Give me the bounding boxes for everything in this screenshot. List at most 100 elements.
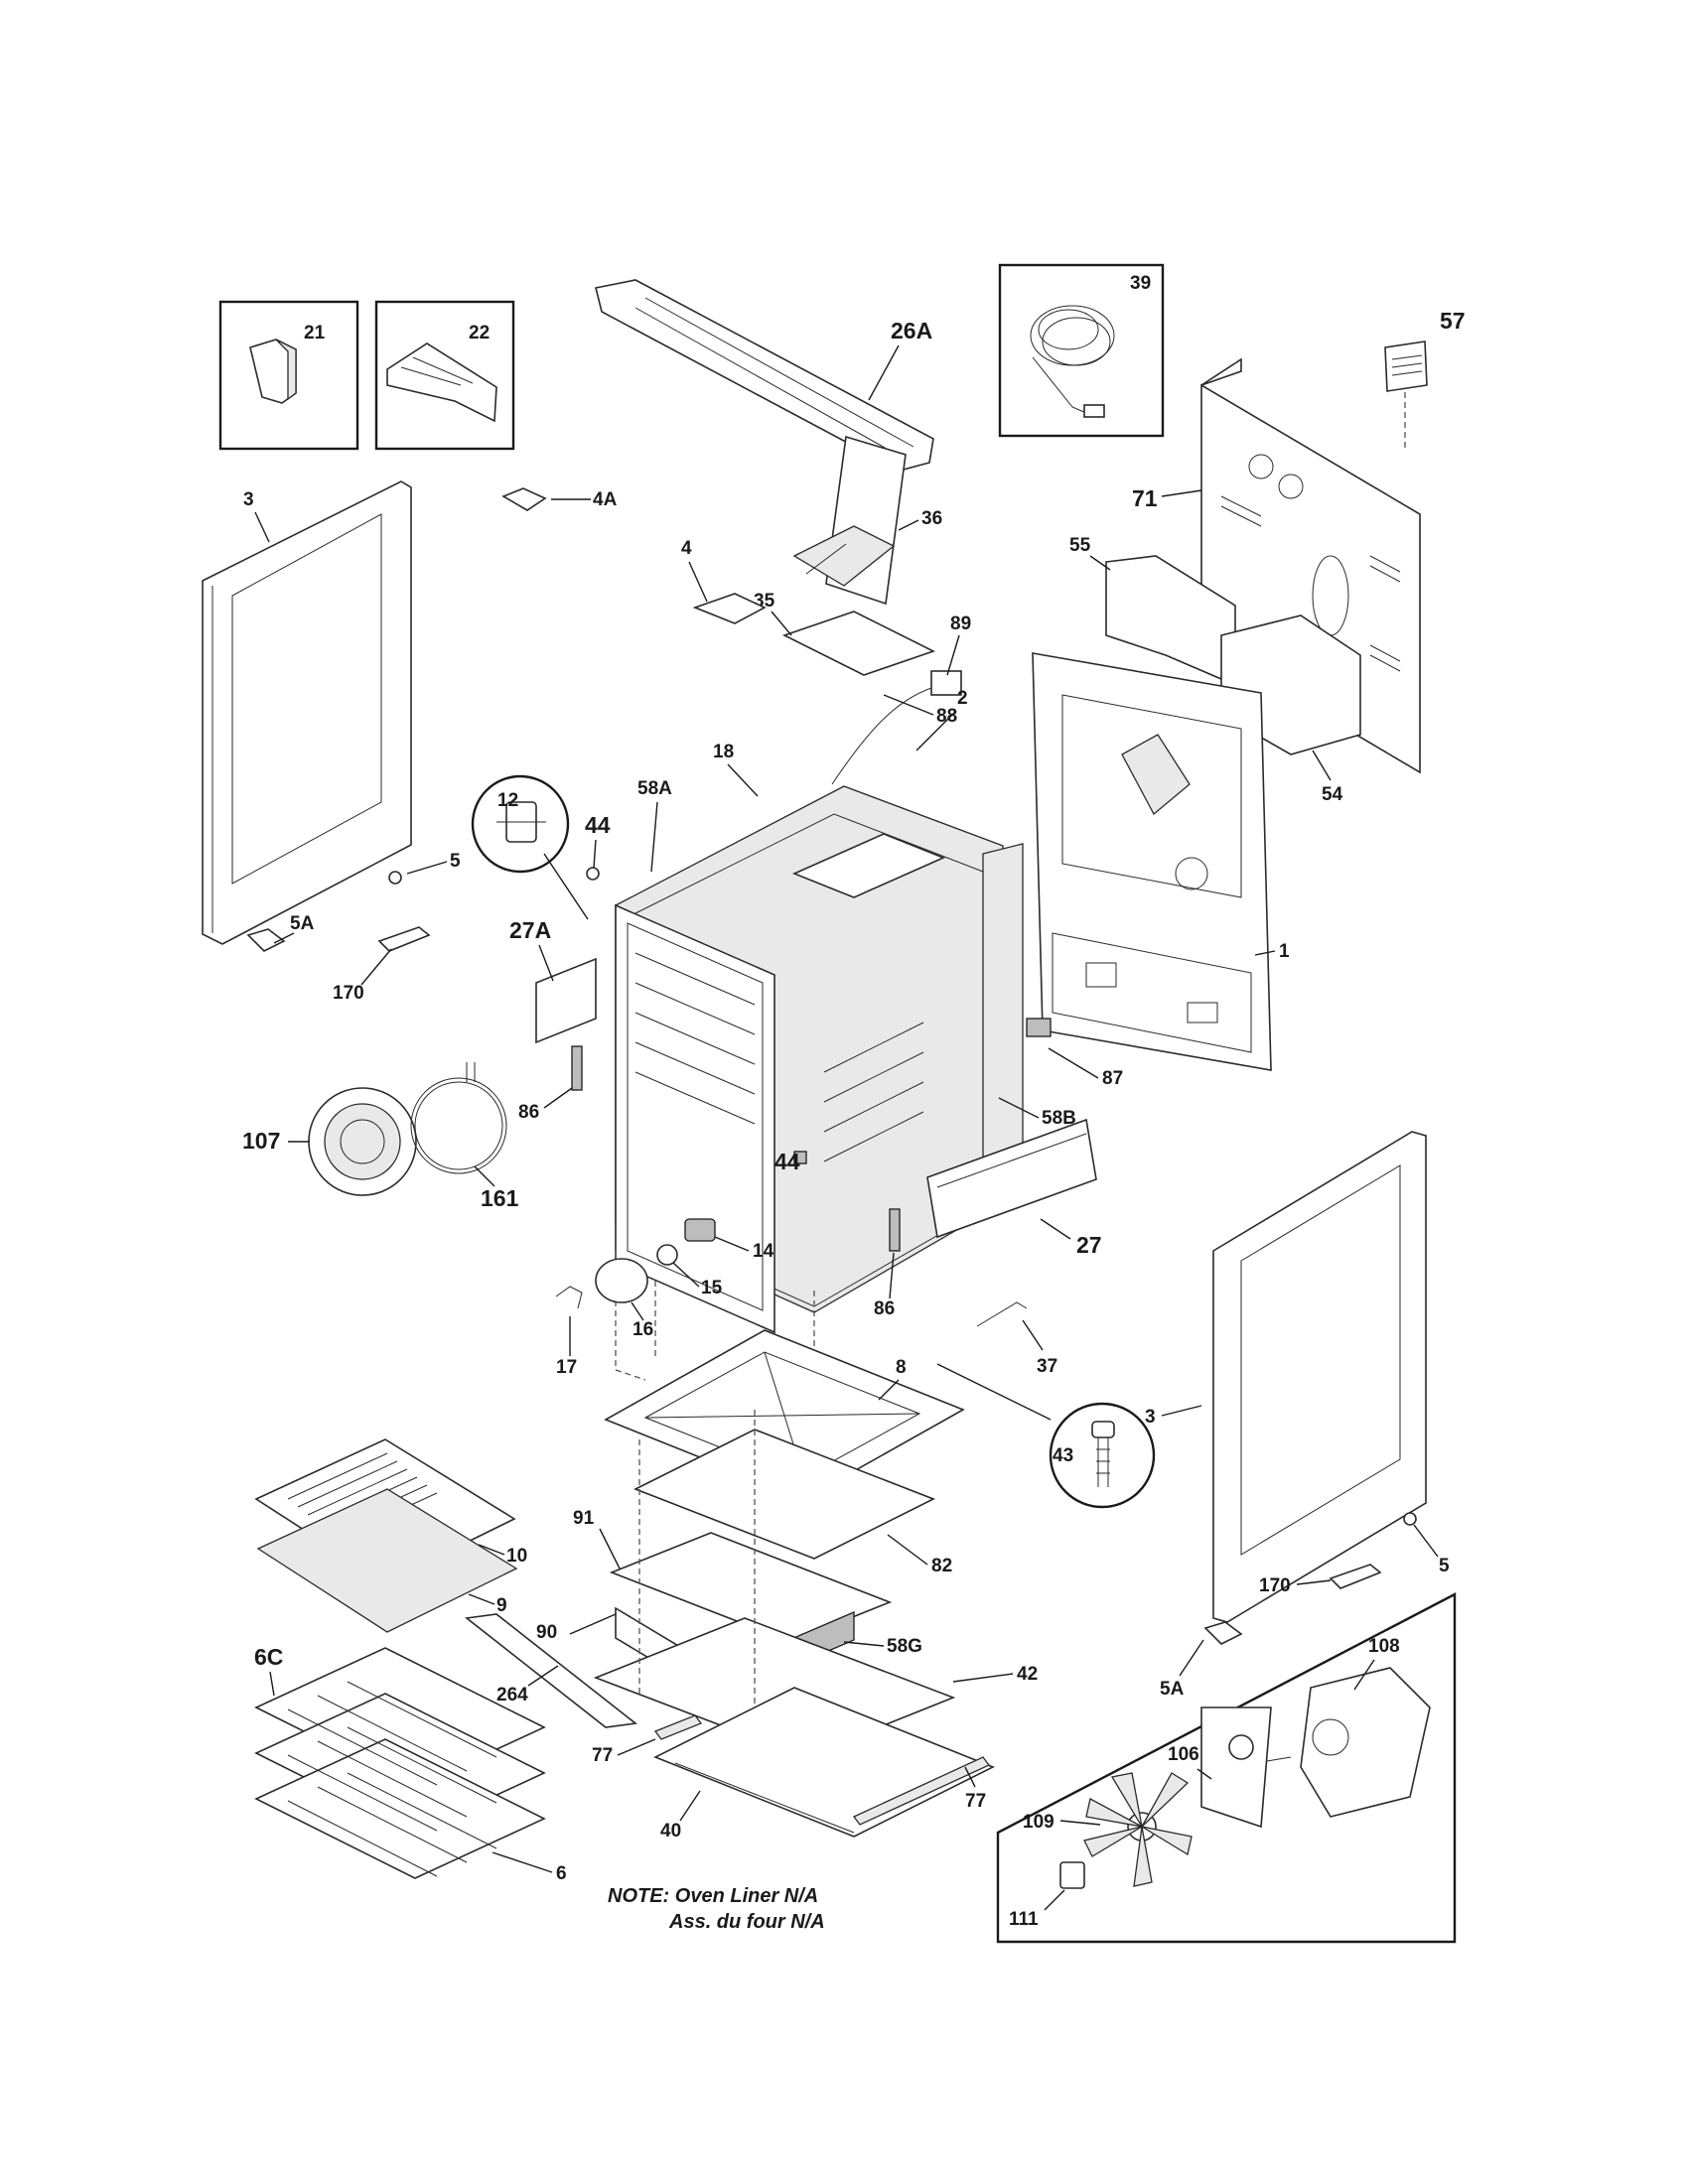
label-86-right: 86 (874, 1298, 895, 1319)
label-82: 82 (931, 1556, 952, 1576)
label-170-right: 170 (1259, 1575, 1291, 1596)
part-170-right: 170 (1259, 1564, 1382, 1596)
part-77-right-slide: 77 (852, 1756, 991, 1826)
label-15: 15 (701, 1278, 723, 1298)
label-5-right: 5 (1439, 1556, 1450, 1576)
part-3-left-door: 3 (202, 480, 412, 945)
part-27A-rail: 27A (509, 917, 597, 1044)
label-27: 27 (1076, 1232, 1102, 1258)
label-3-left: 3 (243, 489, 254, 510)
part-57-vent: 57 (1384, 308, 1466, 452)
label-109: 109 (1023, 1812, 1055, 1833)
part-264-rail: 264 (465, 1613, 637, 1728)
part-16-lens: 16 (595, 1258, 653, 1340)
label-161: 161 (481, 1185, 519, 1211)
label-264: 264 (496, 1685, 528, 1706)
part-5-left: 5 (388, 851, 461, 885)
label-58A: 58A (637, 778, 672, 799)
part-107-fan-cover: 107 (242, 1087, 417, 1196)
label-43: 43 (1053, 1445, 1073, 1466)
label-9: 9 (496, 1595, 507, 1616)
label-6: 6 (556, 1863, 567, 1884)
part-14-socket: 14 (684, 1218, 774, 1262)
label-77-left: 77 (592, 1745, 613, 1766)
part-1-back-panel: 1 (1032, 652, 1290, 1071)
label-88: 88 (936, 706, 957, 727)
note-line-2: Ass. du four N/A (668, 1911, 825, 1933)
label-21: 21 (304, 323, 326, 343)
part-36-vent-chute: 36 (792, 435, 942, 606)
part-161-element: 161 (410, 1062, 519, 1211)
fan-blade-109 (1083, 1772, 1193, 1887)
label-170-left: 170 (333, 983, 364, 1004)
label-44-top: 44 (585, 812, 611, 838)
inset-box-22: 22 (374, 300, 515, 451)
label-39: 39 (1130, 273, 1151, 294)
note-line-1: NOTE: Oven Liner N/A (608, 1885, 818, 1907)
label-37: 37 (1037, 1356, 1057, 1377)
label-10: 10 (506, 1546, 527, 1567)
part-4A-clip: 4A (501, 487, 618, 511)
label-6C: 6C (254, 1644, 283, 1670)
label-90: 90 (536, 1622, 557, 1643)
part-170-left: 170 (333, 926, 431, 1004)
label-18: 18 (713, 742, 734, 762)
label-5A-left: 5A (290, 913, 315, 934)
part-6C-6-racks: 6C 6 (254, 1644, 567, 1884)
part-89-88-wiring: 89 88 (831, 614, 971, 785)
label-4: 4 (681, 538, 692, 559)
label-5-left: 5 (450, 851, 461, 872)
label-26A: 26A (891, 318, 932, 343)
label-5A-right: 5A (1160, 1679, 1185, 1700)
label-71: 71 (1132, 485, 1158, 511)
part-44-top: 44 (585, 812, 611, 881)
part-43-inset: 43 (936, 1363, 1156, 1509)
label-42: 42 (1017, 1664, 1038, 1685)
part-27-rail: 27 (926, 1118, 1102, 1258)
part-4-bracket: 4 (681, 538, 767, 624)
part-5-right: 5 (1403, 1512, 1450, 1576)
label-44-mid: 44 (774, 1149, 800, 1174)
part-12-inset: 12 (471, 774, 589, 920)
inset-motor-assembly: 108 106 109 111 (996, 1592, 1457, 1944)
label-40: 40 (660, 1821, 681, 1842)
label-1: 1 (1279, 941, 1290, 962)
label-77-right: 77 (965, 1791, 986, 1812)
label-108: 108 (1368, 1636, 1400, 1657)
label-58B: 58B (1042, 1108, 1076, 1129)
label-2: 2 (957, 688, 968, 709)
label-17: 17 (556, 1357, 577, 1378)
label-8: 8 (896, 1357, 907, 1378)
label-107: 107 (242, 1128, 280, 1154)
part-77-left-slide: 77 (592, 1714, 703, 1766)
part-58A-oven-body: 58A 18 2 (615, 688, 1004, 1400)
label-4A: 4A (593, 489, 618, 510)
part-37-wire: 37 (976, 1301, 1057, 1377)
part-58B-insulation: 58B (982, 843, 1076, 1202)
part-26A-bracket: 26A (595, 279, 934, 472)
label-12: 12 (497, 790, 518, 811)
part-87-terminal: 87 (1026, 1018, 1123, 1089)
label-16: 16 (633, 1319, 653, 1340)
part-15-bulb: 15 (656, 1244, 723, 1298)
label-111: 111 (1009, 1909, 1039, 1930)
label-89: 89 (950, 614, 971, 634)
label-55: 55 (1069, 535, 1091, 556)
part-5A-left: 5A (246, 913, 315, 952)
label-87: 87 (1102, 1068, 1123, 1089)
part-86-right: 86 (874, 1208, 901, 1319)
part-82-plate: 82 (633, 1429, 952, 1576)
label-58G: 58G (887, 1636, 922, 1657)
note-block: NOTE: Oven Liner N/A Ass. du four N/A (608, 1885, 825, 1933)
label-86-left: 86 (518, 1102, 539, 1123)
label-106: 106 (1168, 1744, 1199, 1765)
part-17-clip: 17 (555, 1286, 583, 1378)
label-57: 57 (1440, 308, 1466, 334)
part-35-plate: 35 (754, 591, 936, 676)
label-36: 36 (921, 508, 942, 529)
label-14: 14 (753, 1241, 774, 1262)
part-44-mid: 44 (774, 1149, 807, 1174)
part-10-9-broiler-pan: 10 9 (254, 1438, 527, 1633)
inset-box-21: 21 (218, 300, 359, 451)
